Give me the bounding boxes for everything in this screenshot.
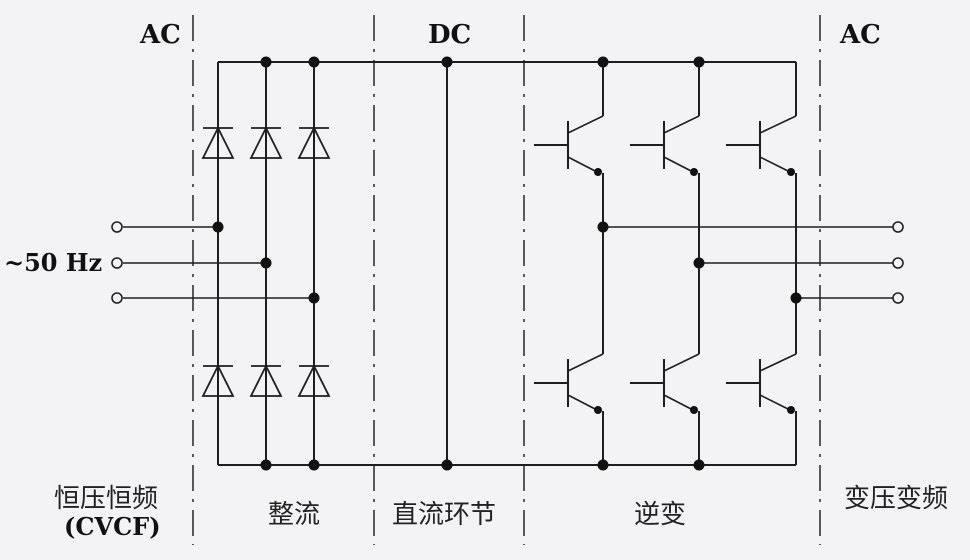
diode-icon [201, 363, 235, 398]
output-terminal-1 [892, 221, 904, 233]
input-lines [111, 221, 314, 304]
transistor-icon [630, 115, 700, 176]
input-frequency-label: ~50 Hz [4, 248, 103, 277]
diode-icon [201, 125, 235, 160]
input-terminal-2 [111, 257, 123, 269]
zone-label-output-ac: AC [840, 20, 881, 50]
transistor-icon [534, 115, 604, 176]
rectifier-bridge [201, 62, 331, 465]
transistor-icon [630, 353, 700, 414]
transistor-icon [534, 353, 604, 414]
bus-node-icon [260, 459, 272, 471]
output-terminal-2 [892, 257, 904, 269]
output-lines [603, 221, 904, 304]
output-terminal-3 [892, 292, 904, 304]
diode-icon [297, 363, 331, 398]
bus-node-icon [308, 459, 320, 471]
phase-node-icon [212, 221, 224, 233]
zone-label-input-ac: AC [140, 20, 181, 50]
diode-icon [297, 125, 331, 160]
section-label-input-sub: (CVCF) [64, 512, 161, 541]
phase-node-icon [790, 292, 802, 304]
bus-node-icon [597, 459, 609, 471]
bus-node-icon [260, 56, 272, 68]
bus-node-icon [441, 56, 453, 68]
section-label-input: 恒压恒频 [54, 484, 159, 514]
bus-node-icon [597, 56, 609, 68]
section-label-dc-link: 直流环节 [392, 500, 497, 530]
diode-icon [249, 363, 283, 398]
bus-node-icon [693, 459, 705, 471]
input-terminal-3 [111, 292, 123, 304]
transistor-icon [726, 353, 797, 414]
transistor-icon [726, 115, 797, 176]
section-label-rectifier: 整流 [268, 500, 321, 530]
junction-nodes [212, 56, 802, 471]
bus-node-icon [441, 459, 453, 471]
section-dividers [192, 15, 821, 545]
diode-icon [249, 125, 283, 160]
inverter-bridge [534, 62, 797, 465]
input-terminal-1 [111, 221, 123, 233]
phase-node-icon [597, 221, 609, 233]
phase-node-icon [260, 257, 272, 269]
section-label-inverter: 逆变 [634, 500, 687, 530]
zone-label-dc: DC [428, 20, 472, 50]
bus-node-icon [308, 56, 320, 68]
section-label-output: 变压变频 [844, 484, 949, 514]
bus-node-icon [693, 56, 705, 68]
phase-node-icon [308, 292, 320, 304]
phase-node-icon [693, 257, 705, 269]
